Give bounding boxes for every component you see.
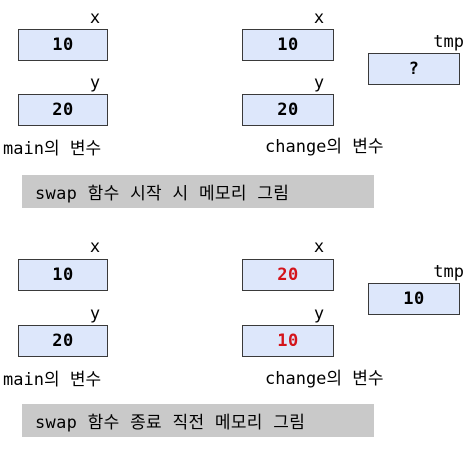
- after-change-y-box: 10: [242, 325, 334, 357]
- after-change-x-box: 20: [242, 259, 334, 291]
- before-tmp-label: tmp: [433, 32, 464, 52]
- after-change-y-label: y: [313, 304, 325, 324]
- before-main-x-box: 10: [18, 29, 108, 61]
- before-main-caption: main의 변수: [3, 139, 102, 159]
- before-change-y-box: 20: [242, 94, 334, 126]
- before-tmp-box: ?: [368, 53, 460, 85]
- before-banner: swap 함수 시작 시 메모리 그림: [22, 175, 374, 208]
- after-tmp-box: 10: [368, 283, 460, 315]
- before-change-caption: change의 변수: [265, 137, 384, 157]
- after-main-caption: main의 변수: [3, 370, 102, 390]
- after-banner: swap 함수 종료 직전 메모리 그림: [22, 404, 374, 437]
- after-tmp-label: tmp: [433, 262, 464, 282]
- before-main-y-label: y: [89, 73, 101, 93]
- after-main-x-box: 10: [18, 259, 108, 291]
- after-change-x-label: x: [313, 237, 325, 257]
- after-change-caption: change의 변수: [265, 369, 384, 389]
- before-change-y-label: y: [313, 73, 325, 93]
- after-main-y-box: 20: [18, 325, 108, 357]
- before-change-x-box: 10: [242, 29, 334, 61]
- after-main-x-label: x: [89, 237, 101, 257]
- before-main-x-label: x: [89, 8, 101, 28]
- after-main-y-label: y: [89, 304, 101, 324]
- before-main-y-box: 20: [18, 94, 108, 126]
- before-change-x-label: x: [313, 8, 325, 28]
